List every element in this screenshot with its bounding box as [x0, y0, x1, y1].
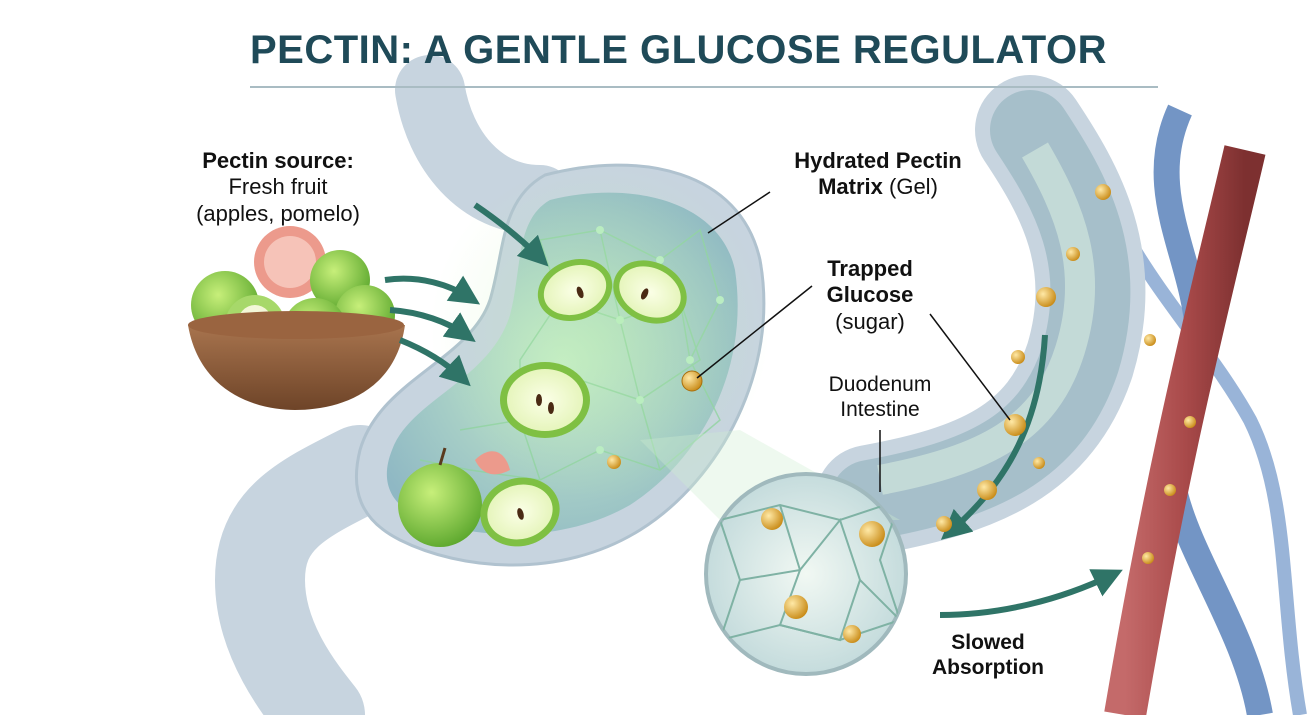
fruit-bowl-icon — [188, 226, 405, 410]
magnified-gel-network-icon — [640, 430, 908, 676]
leader-lines — [696, 191, 1011, 492]
pectin-matrix-line1: Hydrated Pectin — [794, 148, 962, 173]
duodenum-line1: Duodenum — [828, 373, 932, 396]
flow-arrows — [384, 202, 1123, 618]
label-pectin-matrix: Hydrated Pectin Matrix (Gel) — [768, 148, 988, 201]
trapped-glucose-line2: Glucose — [826, 282, 914, 308]
title-divider — [250, 86, 1158, 88]
label-duodenum: Duodenum Intestine — [790, 372, 970, 422]
label-trapped-glucose: Trapped Glucose (sugar) — [790, 256, 950, 335]
slowed-absorption-line1: Slowed — [951, 631, 1025, 654]
pectin-source-line1: Fresh fruit — [228, 174, 328, 200]
pectin-source-heading: Pectin source: — [202, 148, 354, 173]
duodenum-tube — [815, 75, 1146, 555]
apple-slices — [398, 258, 687, 547]
pectin-matrix-bold: Matrix — [818, 174, 883, 200]
slowed-absorption-line2: Absorption — [932, 656, 1044, 680]
duodenum-line2: Intestine — [840, 398, 920, 422]
label-slowed-absorption: Slowed Absorption — [918, 630, 1058, 680]
trapped-glucose-line3: (sugar) — [835, 308, 905, 334]
pectin-matrix-rest: (Gel) — [882, 174, 938, 200]
page-title: PECTIN: A GENTLE GLUCOSE REGULATOR — [250, 28, 1108, 72]
trapped-glucose-line1: Trapped — [827, 256, 913, 281]
label-pectin-source: Pectin source: Fresh fruit (apples, pome… — [178, 148, 378, 227]
stomach-glucose — [607, 370, 703, 469]
pectin-matrix-line2: Matrix (Gel) — [768, 174, 988, 200]
pectin-source-line2: (apples, pomelo) — [196, 200, 360, 226]
